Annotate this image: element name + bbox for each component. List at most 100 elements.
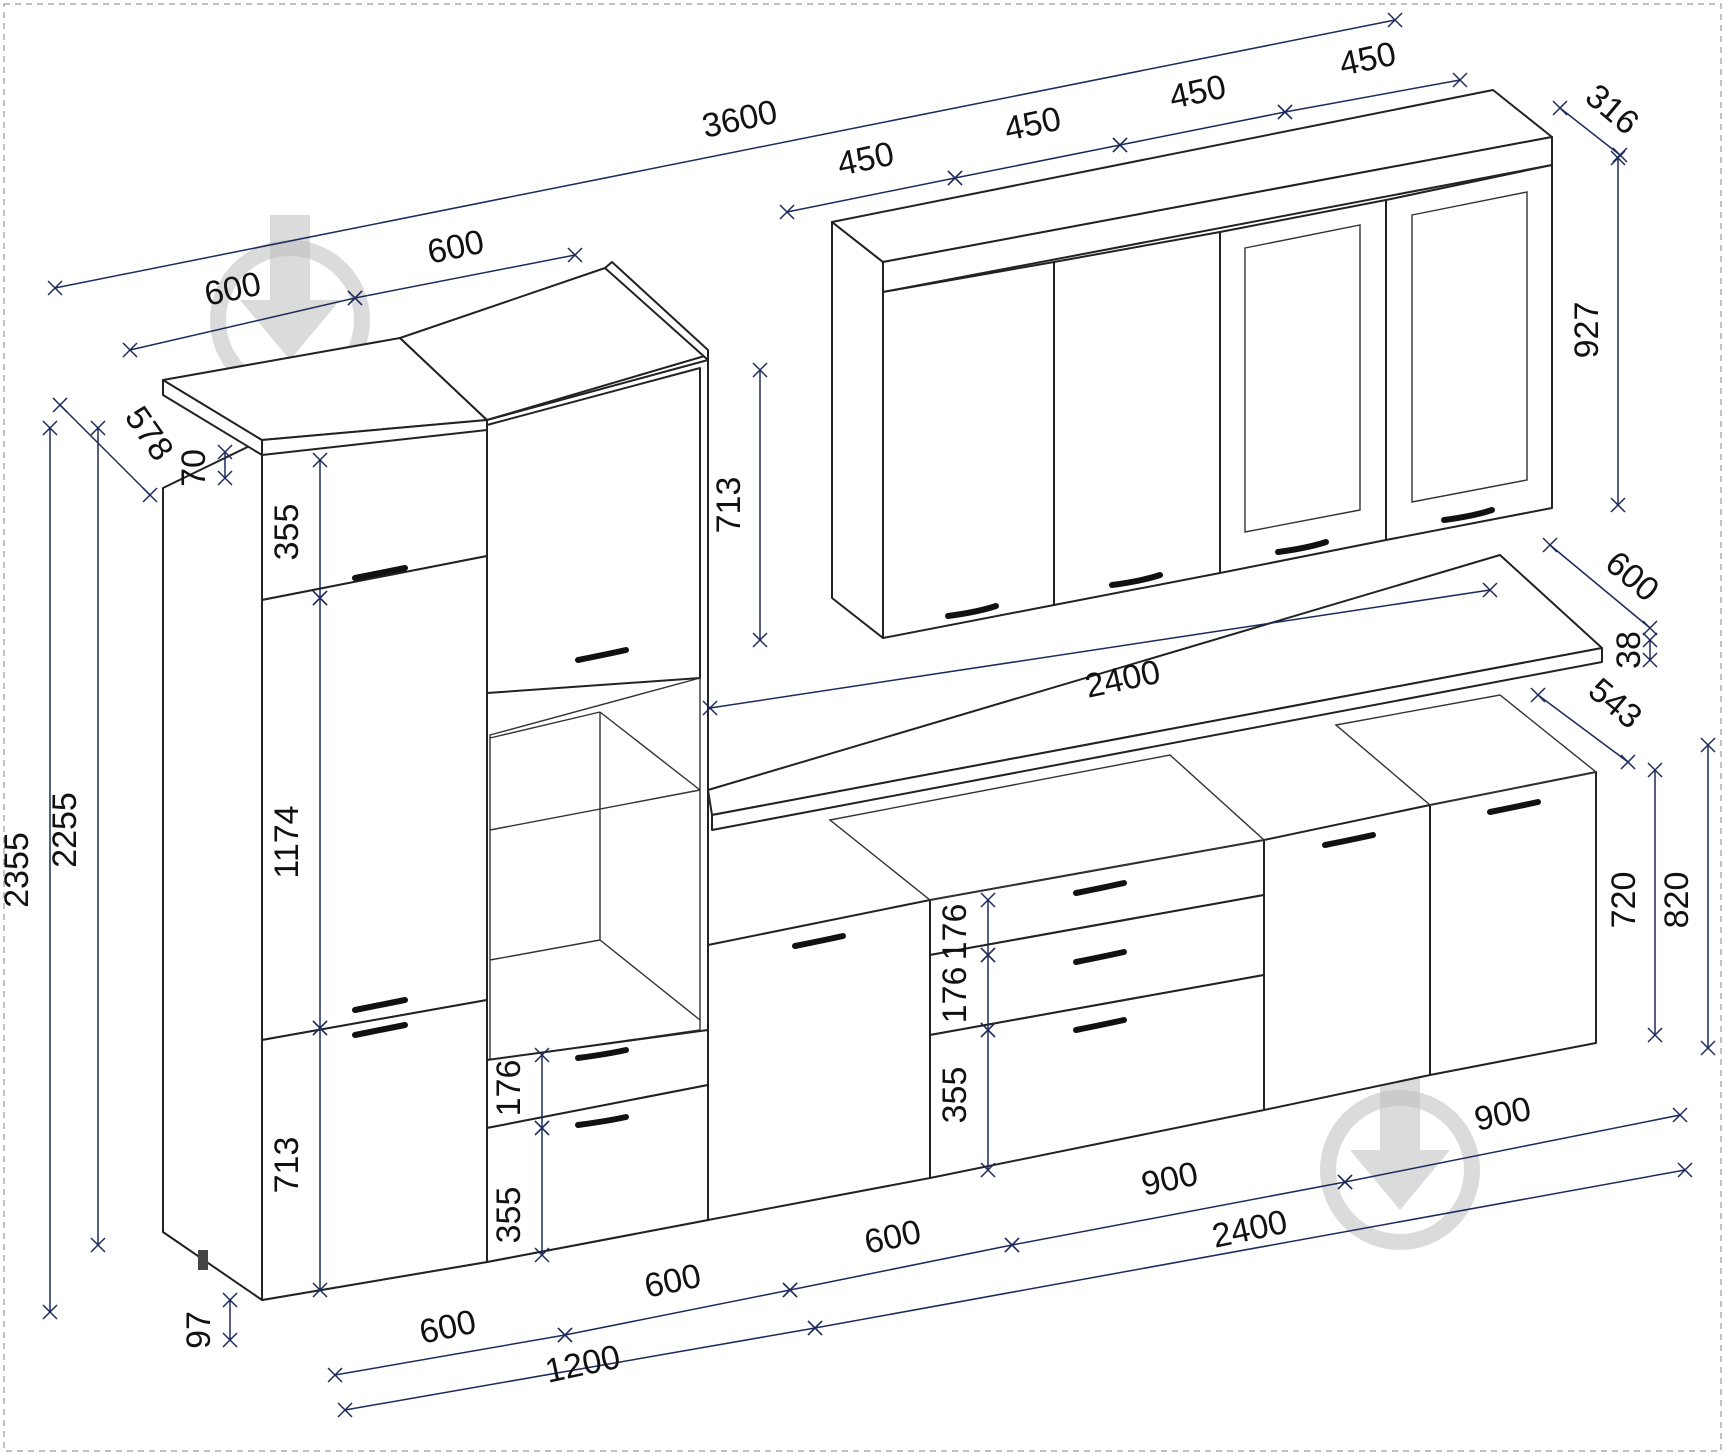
dimension-tick	[217, 444, 233, 460]
dimension-label: 450	[1001, 100, 1064, 149]
dimension-line	[709, 589, 1491, 709]
wall-cab-side	[831, 221, 884, 639]
dimension-base-900-drawers-width: 900	[1004, 1155, 1353, 1253]
dimension-label: 600	[424, 223, 487, 272]
dimension-label: 316	[1578, 77, 1646, 143]
dimension-line	[1119, 111, 1286, 146]
oven-drawer-1-handle	[575, 1047, 629, 1061]
dimension-tick	[567, 247, 583, 263]
base-door-1-handle	[1322, 832, 1376, 848]
dimension-label: 3600	[699, 93, 781, 146]
dimension-tick	[217, 470, 233, 486]
base-carcass-top-right	[1334, 694, 1598, 806]
dimension-label: 355	[268, 504, 306, 561]
oven-cab-upper-handle	[575, 647, 629, 663]
dimension-label: 543	[1581, 671, 1649, 737]
wall-cab-handle-1	[945, 603, 999, 619]
dimension-line	[59, 404, 151, 496]
dimension-tick	[980, 1162, 996, 1178]
dimension-tick	[807, 1320, 823, 1336]
dimension-tick	[337, 1402, 353, 1418]
wall-cab-glass-4	[1411, 191, 1528, 503]
dimension-label: 176	[936, 904, 974, 961]
dimension-tick	[1700, 737, 1716, 753]
dimension-tall-right-bottom-width: 600	[557, 1257, 798, 1343]
dimension-line	[129, 297, 356, 351]
dimension-tick	[1277, 104, 1293, 120]
dimension-tick	[1677, 1162, 1693, 1178]
tall-left-middle-door	[261, 555, 488, 1041]
dimension-overall-height: 2355	[0, 420, 58, 1320]
dimension-label: 2355	[0, 832, 36, 908]
dimension-label: 355	[936, 1067, 974, 1124]
dimension-base-depth: 543	[1530, 671, 1649, 770]
tall-left-leg	[198, 1250, 208, 1270]
dimension-line	[54, 19, 1396, 289]
base-drawer-3-handle	[1073, 1017, 1127, 1033]
wall-cab-glass-3	[1244, 224, 1361, 533]
dimension-label: 176	[490, 1060, 528, 1117]
dimension-label: 600	[641, 1257, 704, 1306]
dimension-tall-low-door: 713	[268, 1020, 328, 1298]
base-door-1	[1263, 804, 1431, 1111]
dimension-line	[789, 1244, 1013, 1291]
countertop-edge	[711, 647, 1603, 831]
dimension-tick	[90, 420, 106, 436]
dimension-label: 600	[1598, 544, 1666, 610]
wall-cab-handle-3	[1275, 539, 1329, 555]
dimension-label: 450	[1166, 68, 1229, 117]
dimension-line	[1537, 694, 1629, 763]
dimension-label: 2400	[1209, 1203, 1291, 1256]
countertop	[707, 554, 1603, 831]
dimension-line	[1344, 1114, 1681, 1183]
dimension-tick	[52, 397, 68, 413]
dimension-label: 450	[834, 135, 897, 184]
dimension-line	[1549, 544, 1651, 629]
dimension-tick	[1700, 1040, 1716, 1056]
dimension-tick	[1620, 754, 1636, 770]
dimension-label: 820	[1658, 872, 1696, 929]
dimension-tick	[702, 700, 718, 716]
dimension-tick	[1387, 12, 1403, 28]
dimension-label: 355	[490, 1187, 528, 1244]
dimension-tall-left-bottom-width: 600	[327, 1303, 573, 1383]
dimension-tick	[42, 420, 58, 436]
dimension-tick	[312, 1020, 328, 1036]
dimension-label: 720	[1605, 872, 1643, 929]
wall-cab-door-1	[882, 261, 1055, 639]
oven-cab-upper-door	[486, 367, 701, 694]
dimension-label: 578	[117, 400, 181, 468]
dimension-tick	[142, 487, 158, 503]
base-cab-600	[707, 899, 931, 1221]
dimension-tick	[312, 1282, 328, 1298]
dimension-tick	[347, 290, 363, 306]
dimension-tick	[980, 1022, 996, 1038]
dimension-label: 900	[1138, 1155, 1201, 1204]
dimension-label: 927	[1568, 302, 1606, 359]
dimension-tick	[980, 892, 996, 908]
dimension-label: 450	[1336, 35, 1399, 84]
dimension-oven-drawer-1: 176	[490, 1047, 550, 1136]
dimension-label: 600	[416, 1303, 479, 1352]
dimension-tall-mid-door: 1174	[268, 590, 328, 1036]
dimension-tick	[557, 1327, 573, 1343]
wall-cab-handle-2	[1109, 572, 1163, 588]
dimension-tick	[312, 590, 328, 606]
dimension-tick	[1642, 652, 1658, 668]
tall-left-side-panel	[162, 439, 263, 1301]
dimension-tick	[782, 1282, 798, 1298]
dimension-tick	[980, 947, 996, 963]
dimension-line	[334, 1334, 566, 1376]
dimension-tick	[327, 1367, 343, 1383]
oven-niche	[489, 677, 701, 1061]
tall-left-middle-handle	[352, 997, 408, 1013]
dimension-line	[1559, 107, 1621, 156]
dimension-label: 38	[1610, 631, 1648, 669]
dimension-tick	[947, 170, 963, 186]
dimension-line	[1011, 1181, 1346, 1246]
page-border	[3, 3, 1722, 1452]
base-door-2	[1429, 771, 1597, 1076]
dimension-label: 1200	[542, 1338, 624, 1391]
dimension-tick	[122, 342, 138, 358]
